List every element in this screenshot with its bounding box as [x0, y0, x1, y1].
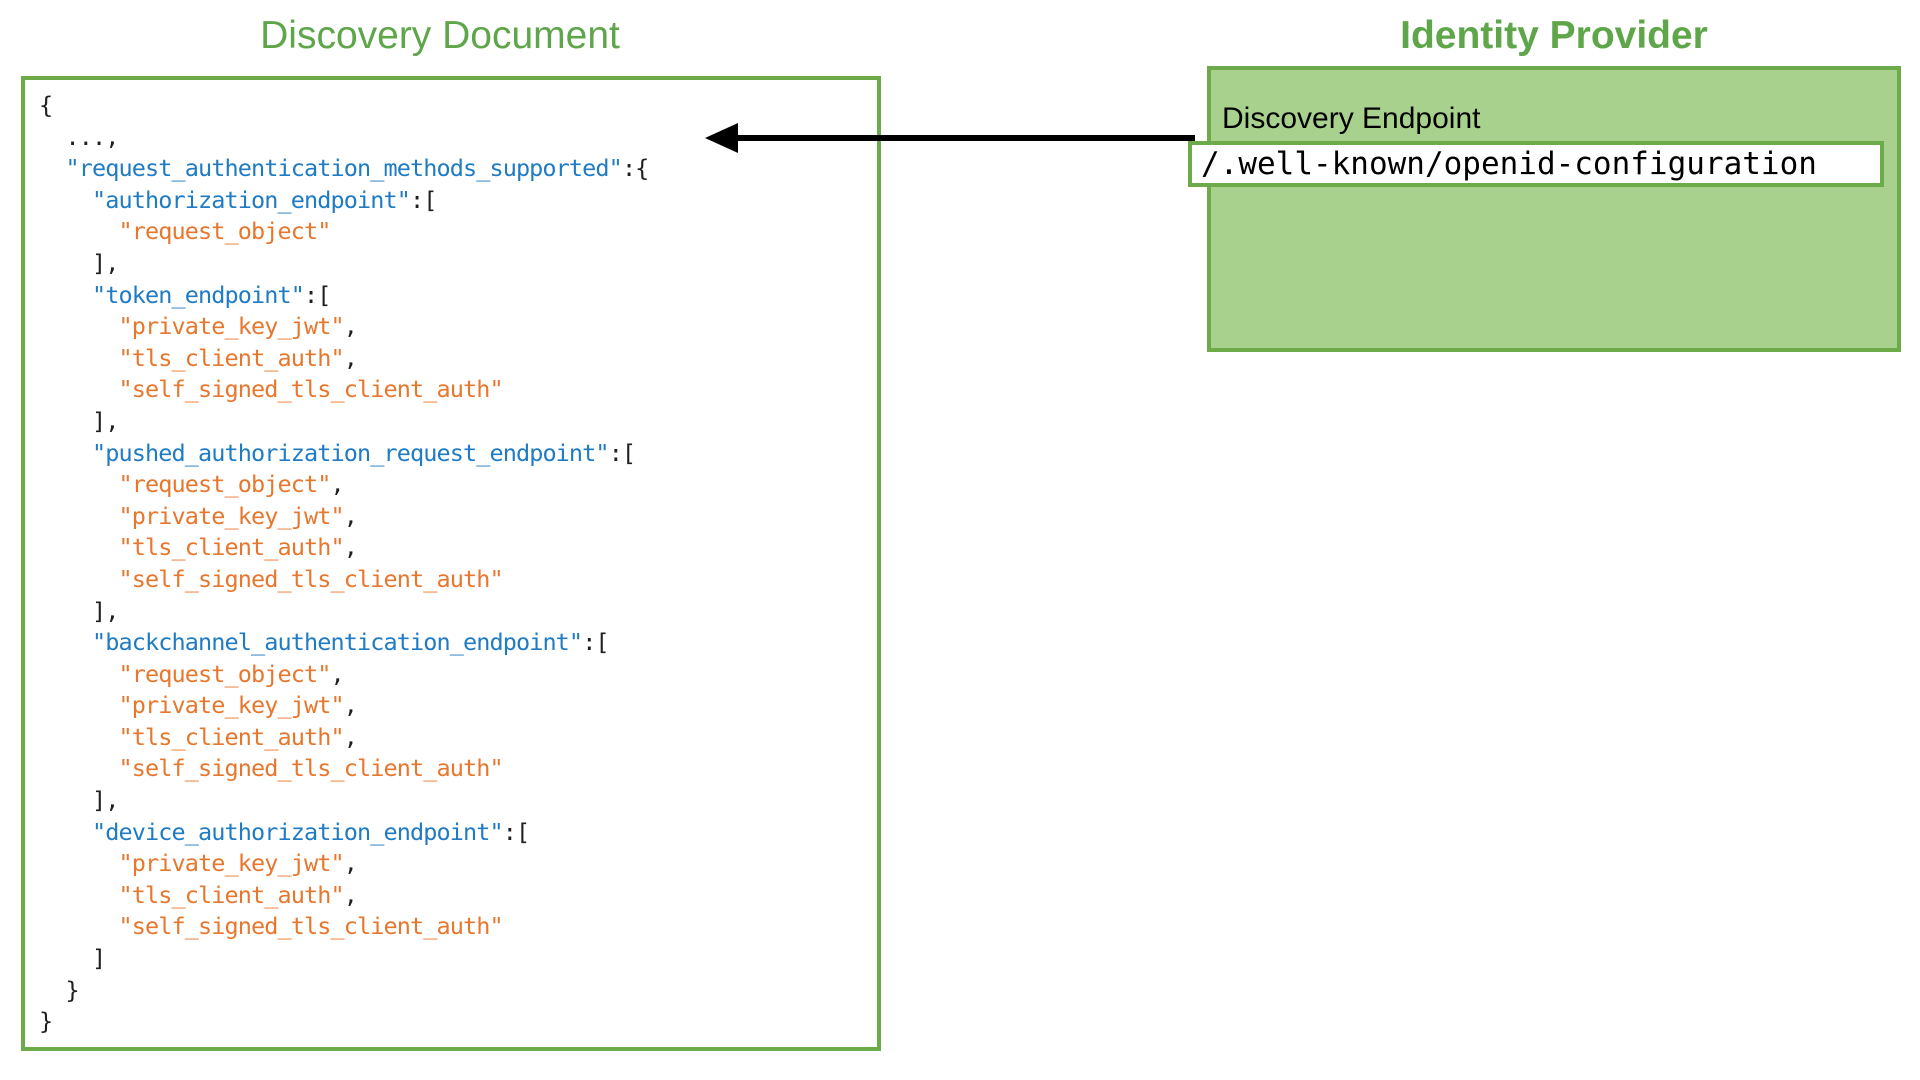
json-token-key: "pushed_authorization_request_endpoint"	[92, 438, 610, 467]
json-token-key: "device_authorization_endpoint"	[92, 817, 504, 846]
json-token-key: "token_endpoint"	[92, 280, 305, 309]
json-token-punct: ,	[343, 501, 358, 530]
discovery-endpoint-label: Discovery Endpoint	[1222, 102, 1481, 135]
json-token-punct: ...,	[65, 122, 120, 151]
json-token-str: "request_object"	[118, 659, 332, 688]
json-token-str: "private_key_jwt"	[118, 312, 345, 341]
json-token-punct: :[	[303, 280, 331, 309]
discovery-endpoint-chip[interactable]: /.well-known/openid-configuration	[1188, 141, 1884, 187]
json-token-str: "self_signed_tls_client_auth"	[118, 375, 504, 404]
json-token-punct: ,	[330, 659, 344, 688]
json-token-punct: ,	[343, 343, 358, 372]
identity-provider-title: Identity Provider	[1400, 14, 1708, 57]
json-token-punct: :[	[608, 438, 636, 467]
json-token-str: "tls_client_auth"	[118, 533, 345, 562]
json-token-str: "request_object"	[118, 470, 332, 499]
json-token-str: "tls_client_auth"	[118, 343, 345, 372]
json-token-punct: }	[39, 1007, 53, 1036]
json-token-punct: ],	[92, 596, 119, 625]
json-token-punct: :{	[621, 154, 649, 183]
json-token-key: "backchannel_authentication_endpoint"	[92, 628, 583, 657]
json-token-str: "private_key_jwt"	[118, 501, 345, 530]
json-token-punct: }	[65, 975, 80, 1004]
discovery-document-title: Discovery Document	[260, 14, 620, 57]
json-token-str: "self_signed_tls_client_auth"	[118, 564, 504, 593]
json-token-key: "authorization_endpoint"	[92, 185, 411, 214]
json-token-punct: ,	[343, 849, 358, 878]
json-token-punct: ,	[343, 312, 358, 341]
json-token-str: "private_key_jwt"	[118, 849, 345, 878]
json-token-punct: {	[39, 91, 53, 119]
json-token-punct: ,	[343, 533, 358, 562]
json-token-punct: ,	[343, 691, 358, 720]
json-token-str: "request_object"	[118, 217, 332, 246]
json-token-punct: ],	[92, 786, 119, 815]
identity-provider-panel	[1207, 66, 1901, 352]
discovery-endpoint-path: /.well-known/openid-configuration	[1201, 145, 1817, 182]
json-token-punct: ,	[330, 470, 344, 499]
json-token-str: "tls_client_auth"	[118, 722, 345, 751]
json-token-punct: ,	[343, 722, 358, 751]
json-token-str: "private_key_jwt"	[118, 691, 345, 720]
json-token-punct: :[	[409, 185, 437, 214]
arrow-head-icon	[705, 123, 738, 153]
json-token-str: "self_signed_tls_client_auth"	[118, 754, 504, 783]
json-token-str: "self_signed_tls_client_auth"	[118, 912, 504, 941]
json-token-punct: ],	[92, 406, 119, 435]
json-token-punct: :[	[582, 628, 609, 657]
json-token-str: "tls_client_auth"	[118, 880, 345, 909]
json-token-punct: ]	[92, 944, 106, 973]
discovery-document-json: { ..., "request_authentication_methods_s…	[39, 90, 649, 1038]
discovery-request-arrow	[705, 123, 1195, 153]
json-token-key: "request_authentication_methods_supporte…	[65, 154, 623, 183]
json-token-punct: :[	[502, 817, 530, 846]
json-token-punct: ,	[343, 880, 358, 909]
discovery-document-panel: { ..., "request_authentication_methods_s…	[21, 76, 881, 1051]
json-token-punct: ],	[92, 248, 119, 277]
